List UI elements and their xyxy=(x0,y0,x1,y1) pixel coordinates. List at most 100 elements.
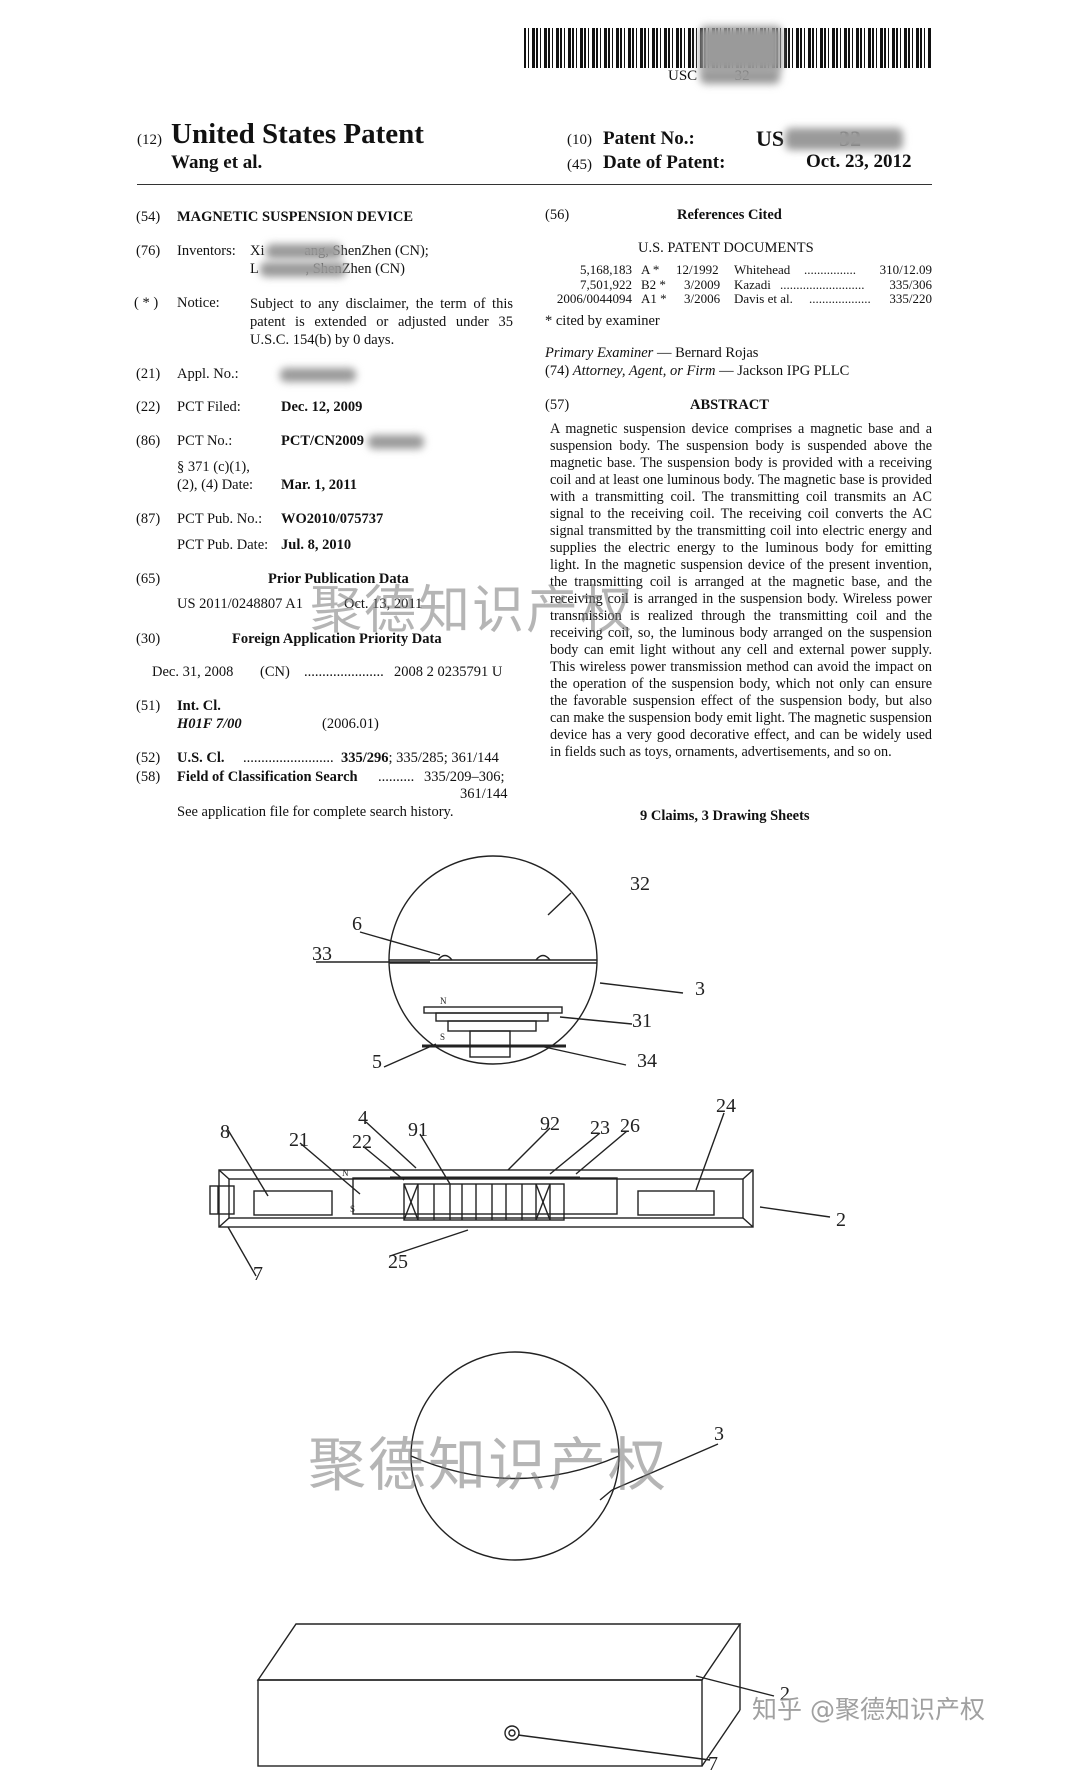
examiner-label: Primary Examiner xyxy=(545,345,654,361)
ref-kind: A * xyxy=(641,262,660,277)
us-docs-heading: U.S. PATENT DOCUMENTS xyxy=(638,240,814,256)
prior-pub-heading: Prior Publication Data xyxy=(268,571,409,587)
ref-label-34: 34 xyxy=(637,1050,657,1072)
ref-label-25: 25 xyxy=(388,1251,408,1273)
code-51: (51) xyxy=(136,698,161,714)
ref-label-33: 33 xyxy=(312,943,332,965)
references-table: 5,168,183 A * 12/1992 Whitehead ........… xyxy=(552,262,932,307)
patent-drawing: 32 6 33 3 31 5 34 N S 4 8 21 22 91 92 23… xyxy=(209,855,846,1770)
code-65: (65) xyxy=(136,571,161,587)
claims-summary: 9 Claims, 3 Drawing Sheets xyxy=(640,808,810,824)
watermark-corner: 知乎 @聚德知识产权 xyxy=(752,1695,985,1724)
prior-pub-date: Oct. 13, 2011 xyxy=(344,596,423,612)
label-n-base: N xyxy=(342,1168,349,1178)
notice-label: Notice: xyxy=(177,295,220,311)
attorney-label: Attorney, Agent, or Firm xyxy=(572,363,716,379)
ref-name: Davis et al. xyxy=(734,291,793,306)
ref-class: 335/306 xyxy=(889,276,932,292)
s371-label: § 371 (c)(1), xyxy=(177,459,250,475)
s371-date-label: (2), (4) Date: xyxy=(177,477,254,493)
ref-label-5: 5 xyxy=(372,1051,382,1073)
code-30: (30) xyxy=(136,631,161,647)
code-12: (12) xyxy=(137,132,162,148)
redaction-blur xyxy=(280,368,356,382)
ref-label-26: 26 xyxy=(620,1115,640,1137)
examiner-value: — Bernard Rojas xyxy=(653,345,759,361)
ref-kind: A1 * xyxy=(641,291,667,306)
us-cl-dots: ......................... xyxy=(243,750,334,766)
code-58: (58) xyxy=(136,769,161,785)
code-22: (22) xyxy=(136,399,161,415)
inventor-short: Wang et al. xyxy=(171,152,263,173)
redaction-blur xyxy=(700,68,780,84)
code-57: (57) xyxy=(545,397,570,413)
redaction-blur xyxy=(700,26,782,72)
us-cl-label: U.S. Cl. xyxy=(177,750,225,766)
ref-no: 2006/0044094 xyxy=(556,291,632,306)
label-s-base: S xyxy=(350,1204,355,1214)
ref-label-92: 92 xyxy=(540,1113,560,1135)
abstract-text: A magnetic suspension device comprises a… xyxy=(550,421,932,760)
reference-row: 5,168,183 A * 12/1992 Whitehead ........… xyxy=(552,262,932,278)
ref-no: 5,168,183 xyxy=(580,262,632,277)
redaction-blur xyxy=(785,128,903,150)
ref-label-8: 8 xyxy=(220,1121,230,1143)
pct-filed-value: Dec. 12, 2009 xyxy=(281,399,363,415)
code-56: (56) xyxy=(545,207,570,223)
code-87: (87) xyxy=(136,511,161,527)
attorney-value: — Jackson IPG PLLC xyxy=(715,363,850,379)
foreign-country: (CN) xyxy=(260,664,290,680)
ref-date: 3/2006 xyxy=(684,291,721,306)
code-52: (52) xyxy=(136,750,161,766)
pub-date-value: Jul. 8, 2010 xyxy=(281,537,352,553)
ref-label-7-fig3: 7 xyxy=(708,1753,718,1770)
date-label: Date of Patent: xyxy=(603,152,726,173)
ref-label-23: 23 xyxy=(590,1117,610,1139)
code-notice: ( * ) xyxy=(134,295,159,311)
redaction-blur xyxy=(266,244,342,259)
foreign-no: 2008 2 0235791 U xyxy=(394,664,503,680)
pub-no-label: PCT Pub. No.: xyxy=(177,511,263,527)
us-cl-rest: ; 335/285; 361/144 xyxy=(388,750,499,766)
inventors-label: Inventors: xyxy=(177,243,236,259)
label-s-pole: S xyxy=(440,1032,445,1042)
foreign-priority-heading: Foreign Application Priority Data xyxy=(232,631,442,647)
ref-date: 12/1992 xyxy=(676,262,719,277)
int-cl-year: (2006.01) xyxy=(322,716,379,732)
ref-label-6: 6 xyxy=(352,913,362,935)
ref-label-31: 31 xyxy=(632,1010,652,1032)
ref-label-7: 7 xyxy=(253,1263,263,1285)
int-cl-label: Int. Cl. xyxy=(177,698,221,714)
ref-class: 310/12.09 xyxy=(879,262,932,277)
watermark-2: 聚德知识产权 xyxy=(308,1431,669,1499)
s371-date-value: Mar. 1, 2011 xyxy=(281,477,357,493)
code-76: (76) xyxy=(136,243,161,259)
abstract-heading: ABSTRACT xyxy=(690,397,769,413)
redaction-blur xyxy=(260,262,346,277)
field-search-value-1: 335/209–306; xyxy=(424,769,505,785)
references-heading: References Cited xyxy=(677,207,782,223)
watermark-1: 聚德知识产权 xyxy=(310,581,635,641)
date-value: Oct. 23, 2012 xyxy=(806,151,912,172)
document-type: United States Patent xyxy=(171,118,424,150)
pub-no-value: WO2010/075737 xyxy=(281,511,384,527)
field-search-label: Field of Classification Search xyxy=(177,769,358,785)
ref-label-22: 22 xyxy=(352,1131,372,1153)
ref-label-21: 21 xyxy=(289,1129,309,1151)
cited-note: * cited by examiner xyxy=(545,313,660,329)
us-cl-main: 335/296 xyxy=(341,750,389,766)
pub-date-label: PCT Pub. Date: xyxy=(177,537,269,553)
code-45: (45) xyxy=(567,157,592,173)
notice-text: Subject to any disclaimer, the term of t… xyxy=(250,296,513,348)
ref-label-2: 2 xyxy=(836,1209,846,1231)
field-search-value-2: 361/144 xyxy=(460,786,508,802)
prior-pub-no: US 2011/0248807 A1 xyxy=(177,596,303,612)
code-10: (10) xyxy=(567,132,592,148)
code-86: (86) xyxy=(136,433,161,449)
appl-no-label: Appl. No.: xyxy=(177,366,239,382)
ref-label-32: 32 xyxy=(630,873,650,895)
ref-no: 7,501,922 xyxy=(580,276,632,292)
ref-name: Kazadi xyxy=(734,276,771,292)
ref-label-3: 3 xyxy=(695,978,705,1000)
code-54: (54) xyxy=(136,209,161,225)
